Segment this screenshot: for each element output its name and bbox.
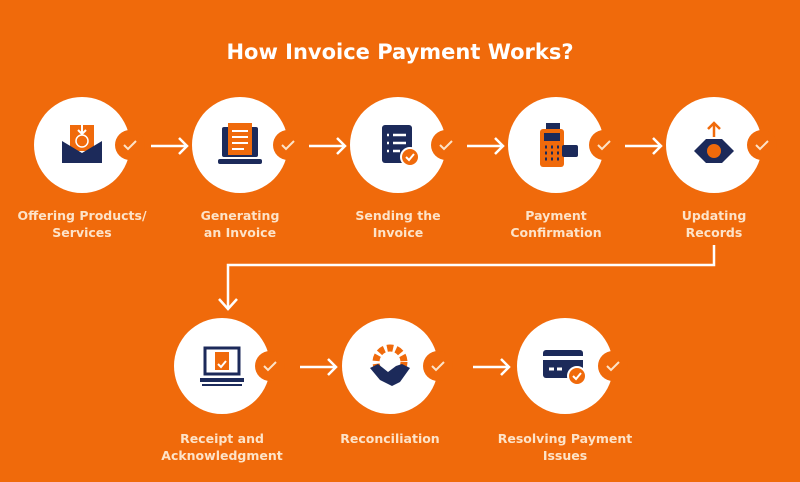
label-line: Sending the xyxy=(355,208,441,223)
check-badge xyxy=(273,130,303,160)
page-title: How Invoice Payment Works? xyxy=(226,40,574,64)
step-label: Generating an Invoice xyxy=(160,207,320,241)
check-badge xyxy=(598,351,628,381)
label-line: Offering Products/ xyxy=(17,208,147,223)
label-line: Resolving Payment xyxy=(497,431,633,446)
checklist-icon xyxy=(382,125,420,167)
label-line: Records xyxy=(685,225,743,240)
laptop-invoice-icon xyxy=(218,123,262,164)
label-line: Payment xyxy=(525,208,587,223)
check-badge xyxy=(423,351,453,381)
label-line: Generating xyxy=(200,208,280,223)
arrow-right-icon xyxy=(151,137,189,155)
label-line: Acknowledgment xyxy=(161,448,283,463)
gear-handshake-icon xyxy=(370,344,410,386)
arrow-right-icon xyxy=(309,137,347,155)
label-line: Reconciliation xyxy=(340,431,440,446)
label-line: Issues xyxy=(542,448,588,463)
step-circle xyxy=(342,318,438,414)
label-line: Receipt and xyxy=(180,431,264,446)
arrow-right-icon xyxy=(473,358,511,376)
pos-terminal-icon xyxy=(540,123,578,167)
check-badge xyxy=(255,351,285,381)
step-label: Reconciliation xyxy=(310,430,470,447)
laptop-receipt-icon xyxy=(200,346,244,386)
card-check-icon xyxy=(543,350,587,386)
check-badge xyxy=(431,130,461,160)
arrow-right-icon xyxy=(625,137,663,155)
arrow-right-icon xyxy=(300,358,338,376)
check-badge xyxy=(589,130,619,160)
label-line: Invoice xyxy=(372,225,424,240)
step-label: Offering Products/Services xyxy=(2,207,162,241)
check-badge xyxy=(115,130,145,160)
check-badge xyxy=(747,130,777,160)
arrow-right-icon xyxy=(467,137,505,155)
label-line: Services xyxy=(52,225,112,240)
cash-upload-icon xyxy=(694,121,734,163)
label-line: Updating xyxy=(681,208,747,223)
label-line: an Invoice xyxy=(203,225,277,240)
envelope-dollar-icon xyxy=(62,125,102,163)
label-line: Confirmation xyxy=(510,225,602,240)
